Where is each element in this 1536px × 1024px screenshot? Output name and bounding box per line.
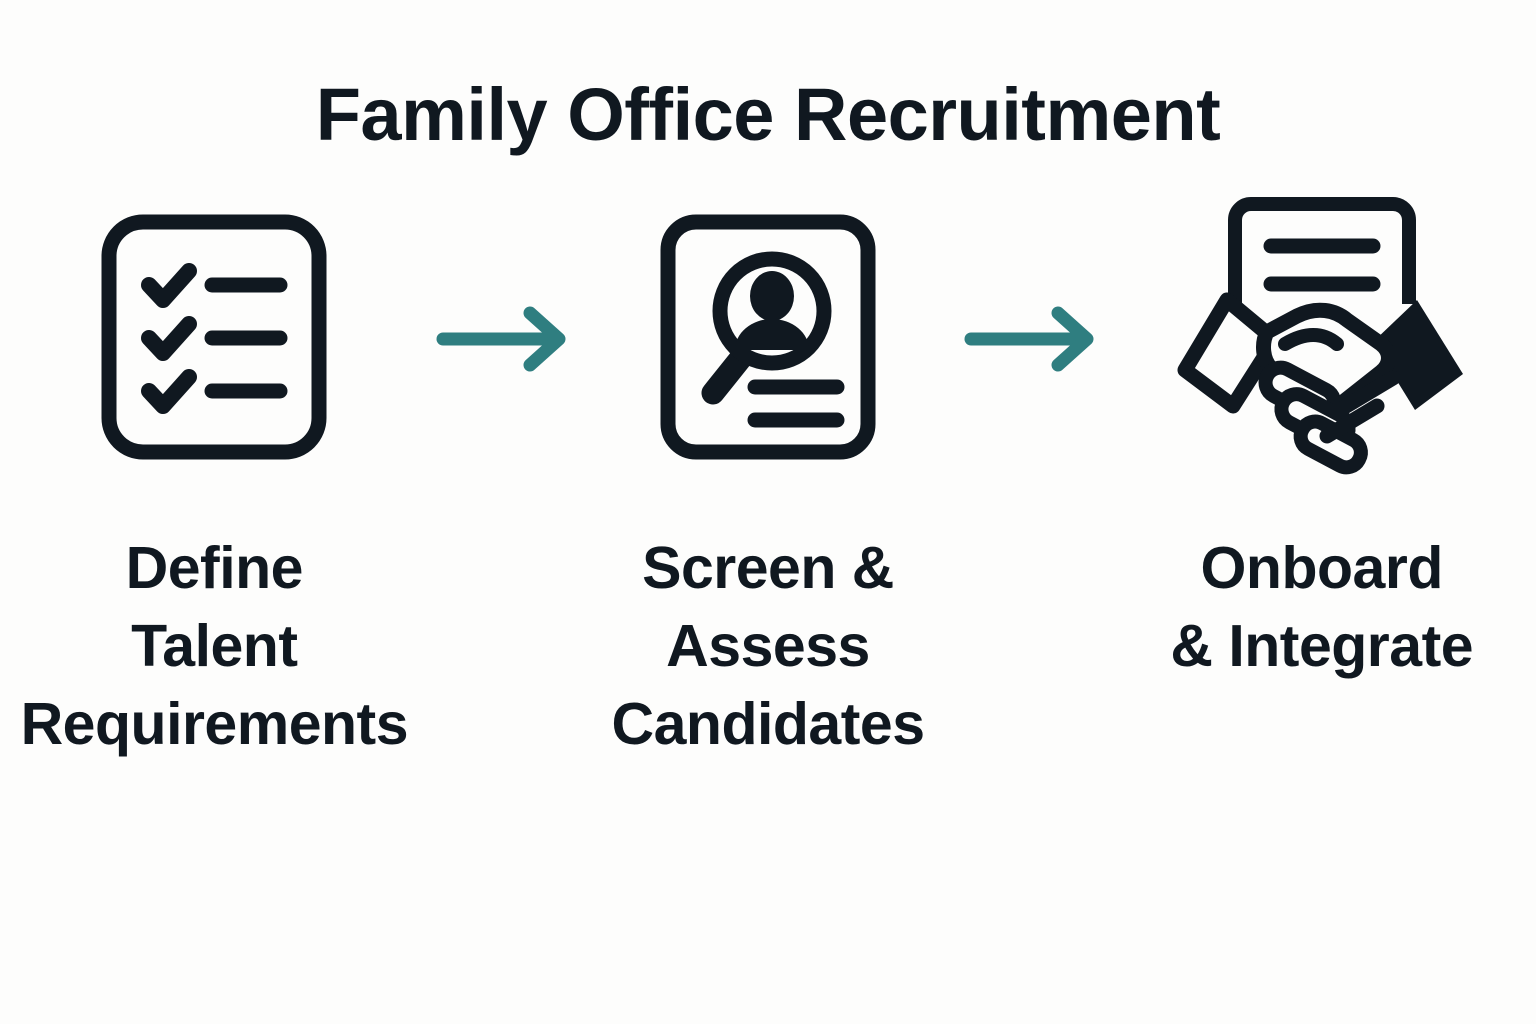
checklist-document-icon: [100, 213, 328, 466]
arrow-right-icon: [962, 304, 1102, 374]
step-3-caption: Onboard & Integrate: [1170, 530, 1473, 686]
step-1-caption-line-3: Requirements: [20, 690, 409, 757]
arrow-right-icon: [434, 304, 574, 374]
process-flow: Define Talent Requirements: [0, 196, 1536, 764]
step-2-caption-line-3: Candidates: [611, 690, 925, 757]
process-step-define-talent-requirements: Define Talent Requirements: [0, 204, 429, 764]
connector-2: [957, 204, 1107, 474]
step-3-icon-container: [1167, 196, 1477, 474]
step-2-caption-line-1: Screen &: [642, 535, 894, 601]
step-3-caption-line-2: & Integrate: [1170, 612, 1474, 679]
candidate-screening-icon: [659, 213, 877, 466]
process-step-onboard-integrate: Onboard & Integrate: [1107, 196, 1536, 686]
handshake-agreement-icon: [1167, 192, 1477, 487]
process-step-screen-assess-candidates: Screen & Assess Candidates: [579, 204, 958, 764]
step-2-icon-container: [659, 204, 877, 474]
step-2-caption: Screen & Assess Candidates: [611, 530, 925, 764]
step-1-caption-line-1: Define: [125, 535, 304, 601]
step-1-caption: Define Talent Requirements: [20, 530, 409, 764]
step-3-caption-line-1: Onboard: [1200, 535, 1444, 601]
page-title: Family Office Recruitment: [315, 73, 1221, 156]
step-1-caption-line-2: Talent: [131, 612, 298, 679]
connector-1: [429, 204, 579, 474]
step-2-caption-line-2: Assess: [666, 612, 870, 679]
step-1-icon-container: [100, 204, 328, 474]
